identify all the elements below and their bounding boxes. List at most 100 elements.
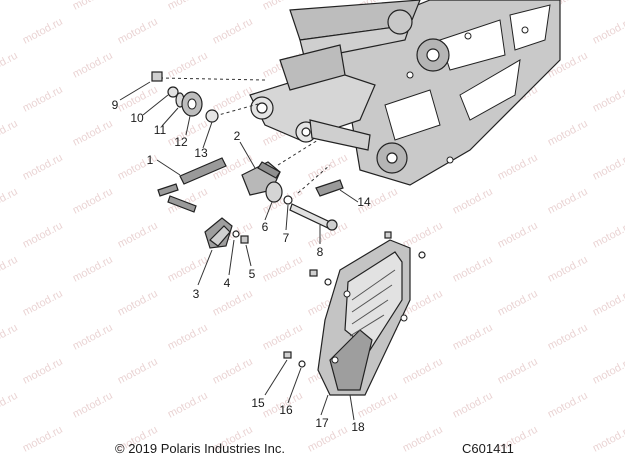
washer-part xyxy=(298,360,306,368)
watermark-text: motod.ru xyxy=(546,118,590,149)
watermark-text: motod.ru xyxy=(116,220,160,251)
bearing-part xyxy=(181,91,203,117)
callout-3: 3 xyxy=(193,287,200,301)
watermark-text: motod.ru xyxy=(71,0,115,13)
watermark-text: motod.ru xyxy=(21,16,65,47)
watermark-text: motod.ru xyxy=(546,322,590,353)
callout-14: 14 xyxy=(357,195,371,209)
watermark-text: motod.ru xyxy=(401,424,445,455)
watermark-text: motod.ru xyxy=(546,390,590,421)
copyright-text: © 2019 Polaris Industries Inc. xyxy=(115,441,285,456)
chain-part xyxy=(157,157,227,213)
screw-part xyxy=(240,235,249,244)
watermark-text: motod.ru xyxy=(261,322,305,353)
watermark-text: motod.ru xyxy=(496,356,540,387)
watermark-text: motod.ru xyxy=(451,390,495,421)
callout-7: 7 xyxy=(283,231,290,245)
bushing-part xyxy=(205,109,219,123)
watermark-text: motod.ru xyxy=(71,322,115,353)
callout-17: 17 xyxy=(315,416,329,430)
callout-10: 10 xyxy=(130,111,144,125)
watermark-text: motod.ru xyxy=(591,84,625,115)
watermark-text: motod.ru xyxy=(71,186,115,217)
shaft-part xyxy=(289,203,338,231)
watermark-text: motod.ru xyxy=(591,424,625,455)
watermark-text: motod.ru xyxy=(591,356,625,387)
link-part xyxy=(315,179,344,197)
watermark-text: motod.ru xyxy=(401,220,445,251)
watermark-text: motod.ru xyxy=(71,118,115,149)
callout-9: 9 xyxy=(112,98,119,112)
watermark-text: motod.ru xyxy=(71,50,115,81)
screw-part xyxy=(283,351,292,359)
watermark-text: motod.ru xyxy=(71,254,115,285)
watermark-text: motod.ru xyxy=(496,288,540,319)
watermark-text: motod.ru xyxy=(21,220,65,251)
watermark-text: motod.ru xyxy=(116,16,160,47)
alignment-line xyxy=(214,103,259,117)
watermark-text: motod.ru xyxy=(591,220,625,251)
alignment-line xyxy=(297,164,331,194)
callout-16: 16 xyxy=(279,403,293,417)
washer-part xyxy=(167,86,179,98)
callout-6: 6 xyxy=(262,220,269,234)
watermark-text: motod.ru xyxy=(0,50,20,81)
watermark-text: motod.ru xyxy=(166,118,210,149)
watermark-text: motod.ru xyxy=(211,16,255,47)
watermark-text: motod.ru xyxy=(116,288,160,319)
watermark-text: motod.ru xyxy=(496,152,540,183)
callout-18: 18 xyxy=(351,420,365,434)
washer-part xyxy=(324,278,332,286)
watermark-text: motod.ru xyxy=(591,288,625,319)
watermark-text: motod.ru xyxy=(166,0,210,13)
watermark-text: motod.ru xyxy=(71,390,115,421)
chain-cover-part xyxy=(317,239,411,396)
watermark-text: motod.ru xyxy=(496,220,540,251)
watermark-text: motod.ru xyxy=(211,356,255,387)
watermark-text: motod.ru xyxy=(116,356,160,387)
callout-13: 13 xyxy=(194,146,208,160)
watermark-text: motod.ru xyxy=(451,186,495,217)
watermark-text: motod.ru xyxy=(166,50,210,81)
watermark-text: motod.ru xyxy=(591,16,625,47)
watermark-text: motod.ru xyxy=(21,152,65,183)
watermark-text: motod.ru xyxy=(401,356,445,387)
watermark-text: motod.ru xyxy=(451,322,495,353)
leader-lines xyxy=(119,81,359,421)
callout-5: 5 xyxy=(249,267,256,281)
washer-part xyxy=(418,251,426,259)
bolt-part xyxy=(151,71,163,82)
watermark-text: motod.ru xyxy=(211,288,255,319)
watermark-text: motod.ru xyxy=(21,356,65,387)
callout-labels: 1 2 3 4 5 6 7 8 9 10 11 12 13 14 15 16 1… xyxy=(112,98,371,434)
watermark-text: motod.ru xyxy=(546,186,590,217)
watermark-text: motod.ru xyxy=(166,322,210,353)
watermark-text: motod.ru xyxy=(306,152,350,183)
washer-part xyxy=(283,195,293,205)
callout-12: 12 xyxy=(174,135,188,149)
watermark-text: motod.ru xyxy=(0,390,20,421)
callout-8: 8 xyxy=(317,245,324,259)
washer-part xyxy=(232,230,240,238)
screw-part xyxy=(309,269,318,277)
watermark-text: motod.ru xyxy=(546,254,590,285)
watermark-text: motod.ru xyxy=(166,390,210,421)
frame-assembly xyxy=(249,0,561,186)
watermark-text: motod.ru xyxy=(591,152,625,183)
roller-part xyxy=(265,181,283,203)
watermark-text: motod.ru xyxy=(261,254,305,285)
watermark-text: motod.ru xyxy=(451,254,495,285)
watermark-text: motod.ru xyxy=(0,322,20,353)
watermark-text: motod.ru xyxy=(21,84,65,115)
callout-1: 1 xyxy=(147,153,154,167)
figure-code: C601411 xyxy=(462,441,514,456)
callout-4: 4 xyxy=(224,276,231,290)
watermark-text: motod.ru xyxy=(211,84,255,115)
screw-part xyxy=(384,231,392,239)
callout-11: 11 xyxy=(154,123,167,137)
watermark-text: motod.ru xyxy=(21,424,65,455)
alignment-line xyxy=(277,139,319,166)
watermark-text: motod.ru xyxy=(21,288,65,319)
